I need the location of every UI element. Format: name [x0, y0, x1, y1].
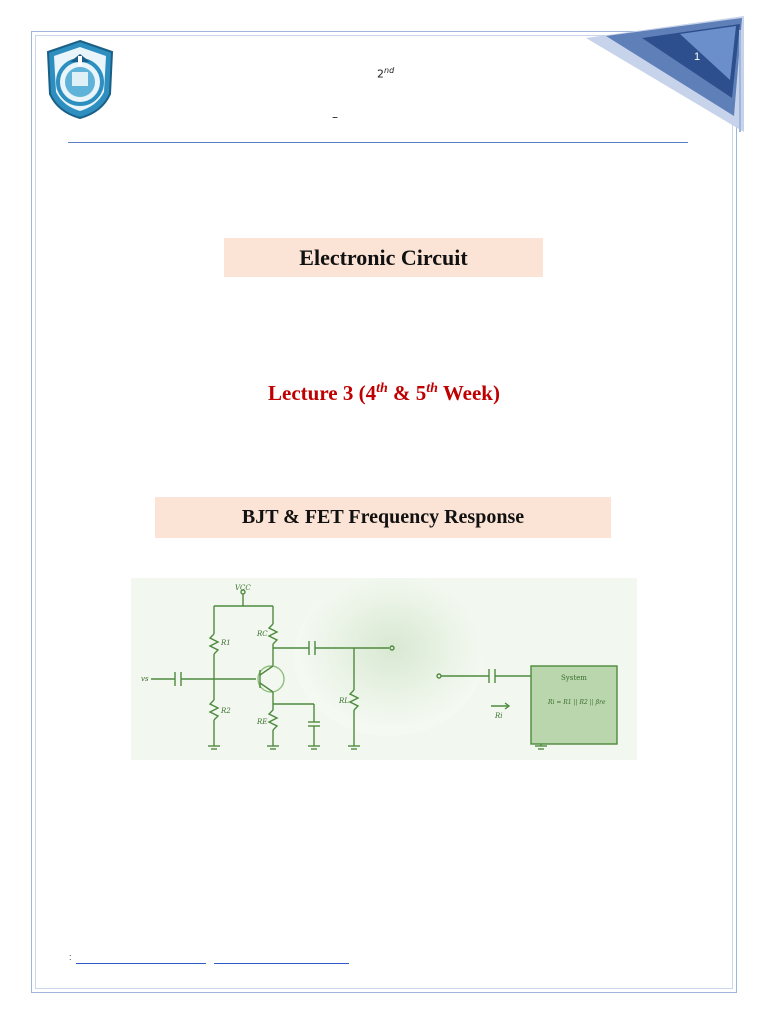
lecture-heading: Lecture 3 (4th & 5th Week) — [0, 381, 768, 406]
topic-title: BJT & FET Frequency Response — [241, 506, 525, 528]
label-r2: R2 — [220, 707, 231, 715]
label-re: RE — [256, 718, 267, 726]
amplifier-circuit-figure: VCC R1 R2 RC RE RL Ri vs System Ri = R1 … — [131, 578, 637, 760]
grade-superscript: nd — [384, 66, 395, 75]
label-input-formula: Ri = R1 || R2 || βre — [547, 699, 606, 706]
header-grade: 2nd — [377, 66, 394, 81]
lecture-suffix: Week) — [437, 381, 500, 405]
footer-email-link-1[interactable] — [76, 963, 206, 964]
page-inner-border — [35, 35, 733, 989]
label-r1: R1 — [220, 639, 231, 647]
lecture-sup-1: th — [376, 381, 388, 396]
footer-colon: : — [69, 952, 72, 962]
course-title-box: Electronic Circuit — [224, 238, 543, 277]
label-system: System — [561, 674, 587, 682]
topic-title-box: BJT & FET Frequency Response — [155, 497, 611, 538]
label-vcc: VCC — [235, 584, 251, 592]
header-divider — [68, 142, 688, 143]
page-number: 1 — [694, 51, 701, 63]
lecture-sup-2: th — [426, 381, 438, 396]
course-title: Electronic Circuit — [299, 244, 468, 270]
page-border — [31, 31, 737, 993]
lecture-prefix: Lecture 3 (4 — [268, 381, 377, 405]
label-rl: RL — [338, 697, 349, 705]
label-ri: Ri — [494, 712, 503, 720]
label-rc: RC — [256, 630, 268, 638]
lecture-middle: & 5 — [387, 381, 427, 405]
header-dash: – — [332, 110, 338, 124]
university-seal-logo — [46, 39, 114, 120]
label-vs: vs — [141, 675, 149, 683]
corner-decoration — [586, 16, 744, 132]
grade-base: 2 — [377, 67, 384, 81]
footer-email-link-2[interactable] — [214, 963, 349, 964]
